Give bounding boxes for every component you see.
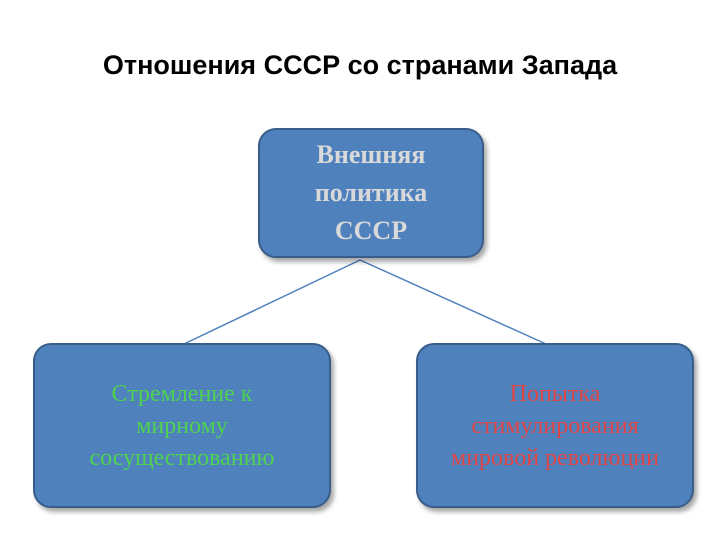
- connector-right: [359, 259, 547, 345]
- diagram-title: Отношения СССР со странами Запада: [102, 50, 618, 80]
- root-box-foreign-policy: Внешняя политика СССР: [258, 128, 484, 258]
- root-line-2: политика: [314, 178, 428, 207]
- root-line-3: СССР: [334, 216, 408, 245]
- branch-left-line-2: мирному: [136, 412, 228, 439]
- branch-left-line-1: Стремление к: [111, 380, 253, 407]
- connector-left: [183, 259, 361, 345]
- branch-box-world-revolution: Попытка стимулирования мировой революции: [416, 343, 694, 508]
- branch-right-line-2: стимулирования: [471, 412, 639, 439]
- branch-right-line-3: мировой революции: [451, 444, 659, 471]
- root-line-1: Внешняя: [316, 140, 426, 169]
- branch-box-peaceful-coexistence: Стремление к мирному сосуществованию: [33, 343, 331, 508]
- branch-right-line-1: Попытка: [509, 380, 601, 407]
- branch-left-line-3: сосуществованию: [89, 444, 275, 471]
